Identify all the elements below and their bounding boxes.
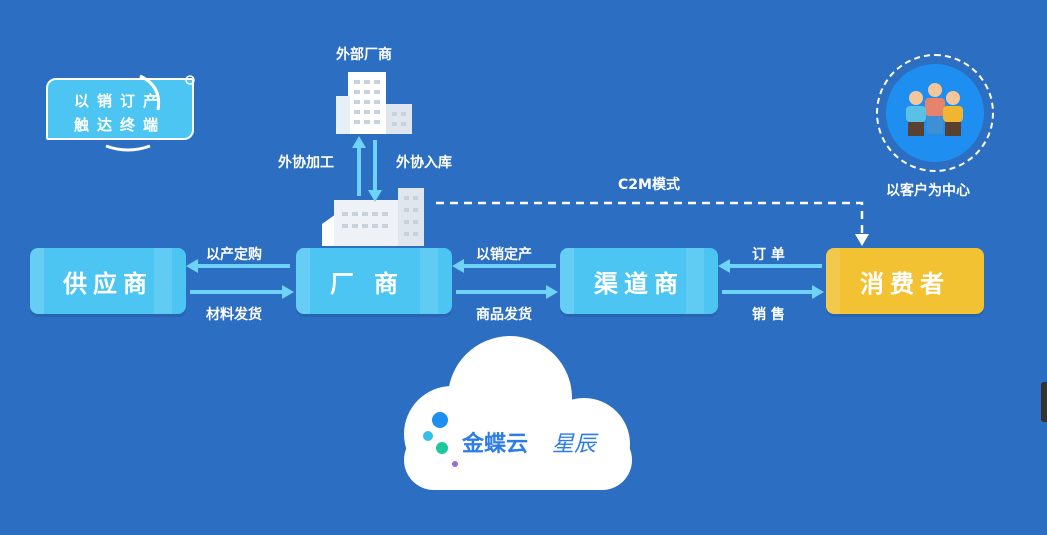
logo-dot-green bbox=[436, 442, 448, 454]
badge-line-1: 以销订产 bbox=[73, 92, 166, 110]
slogan-badge: 以销订产 触达终端 bbox=[46, 78, 194, 140]
customer-ring bbox=[876, 54, 994, 172]
external-factory-label: 外部厂商 bbox=[336, 47, 392, 63]
outsource-processing-label: 外协加工 bbox=[278, 155, 334, 171]
c2m-label: C2M模式 bbox=[618, 177, 680, 193]
sales-label: 销 售 bbox=[752, 307, 785, 323]
logo-dot-purple bbox=[452, 461, 458, 467]
side-tab[interactable] bbox=[1041, 382, 1047, 422]
consumer-node: 消费者 bbox=[826, 248, 984, 314]
supplier-label: 供应商 bbox=[63, 269, 153, 298]
produce-by-sales-label: 以销定产 bbox=[476, 247, 532, 263]
customer-center-label: 以客户为中心 bbox=[886, 183, 970, 199]
brand-name: 金蝶云 bbox=[462, 432, 529, 457]
factory-label: 厂商 bbox=[330, 269, 418, 298]
goods-delivery-label: 商品发货 bbox=[476, 307, 532, 323]
material-delivery-label: 材料发货 bbox=[206, 307, 262, 323]
outsource-storage-label: 外协入库 bbox=[396, 155, 452, 171]
logo-dot-blue bbox=[432, 412, 448, 428]
order-label: 订 单 bbox=[752, 247, 785, 263]
supplier-node: 供应商 bbox=[30, 248, 186, 314]
channel-label: 渠道商 bbox=[594, 269, 684, 298]
factory-node: 厂商 bbox=[296, 248, 452, 314]
channel-node: 渠道商 bbox=[560, 248, 718, 314]
brand-product: 星辰 bbox=[552, 432, 597, 457]
logo-dot-cyan bbox=[423, 431, 433, 441]
consumer-label: 消费者 bbox=[860, 269, 950, 298]
badge-line-2: 触达终端 bbox=[73, 116, 166, 134]
produce-to-order-label: 以产定购 bbox=[206, 247, 262, 263]
